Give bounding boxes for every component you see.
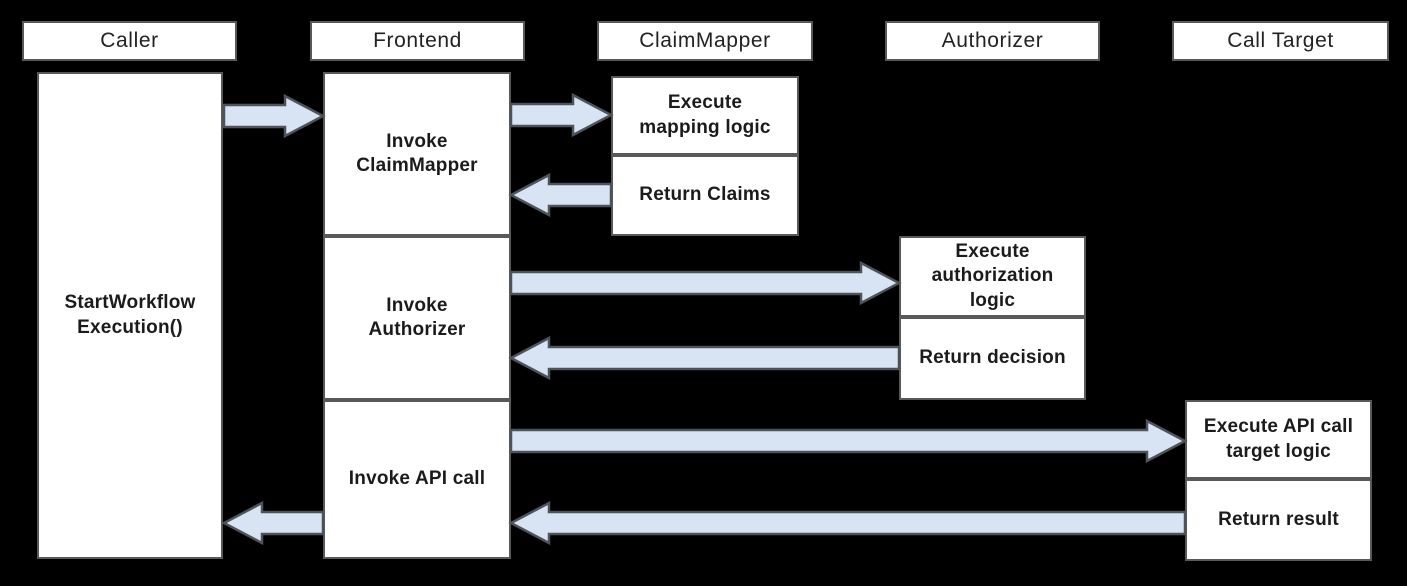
activity-return-claims: Return Claims <box>611 155 799 236</box>
lane-header-frontend: Frontend <box>310 21 525 61</box>
activity-invoke-api-call: Invoke API call <box>323 400 511 559</box>
arrow-frontend-to-calltarget-icon <box>509 418 1188 464</box>
activity-startworkflowexecution: StartWorkflow Execution() <box>37 72 223 559</box>
activity-invoke-authorizer: Invoke Authorizer <box>323 236 511 400</box>
arrow-claimmapper-to-frontend-icon <box>508 172 613 218</box>
activity-return-decision: Return decision <box>899 317 1086 400</box>
arrow-frontend-to-authorizer-icon <box>509 260 902 306</box>
arrow-calltarget-to-frontend-icon <box>508 500 1187 546</box>
lane-header-caller: Caller <box>22 21 237 61</box>
arrow-caller-to-frontend-icon <box>222 93 326 139</box>
activity-execute-mapping-logic: Execute mapping logic <box>611 76 799 155</box>
activity-execute-api-call-target-logic: Execute API call target logic <box>1185 400 1372 479</box>
lane-header-authorizer: Authorizer <box>885 21 1100 61</box>
lane-header-calltarget: Call Target <box>1172 21 1389 61</box>
arrow-authorizer-to-frontend-icon <box>508 335 901 381</box>
lane-header-claimmapper: ClaimMapper <box>597 21 813 61</box>
arrow-frontend-to-caller-icon <box>221 500 325 546</box>
activity-invoke-claimmapper: Invoke ClaimMapper <box>323 72 511 236</box>
arrow-frontend-to-claimmapper-icon <box>509 92 614 138</box>
activity-return-result: Return result <box>1185 479 1372 561</box>
activity-execute-authorization-logic: Execute authorization logic <box>899 236 1086 317</box>
